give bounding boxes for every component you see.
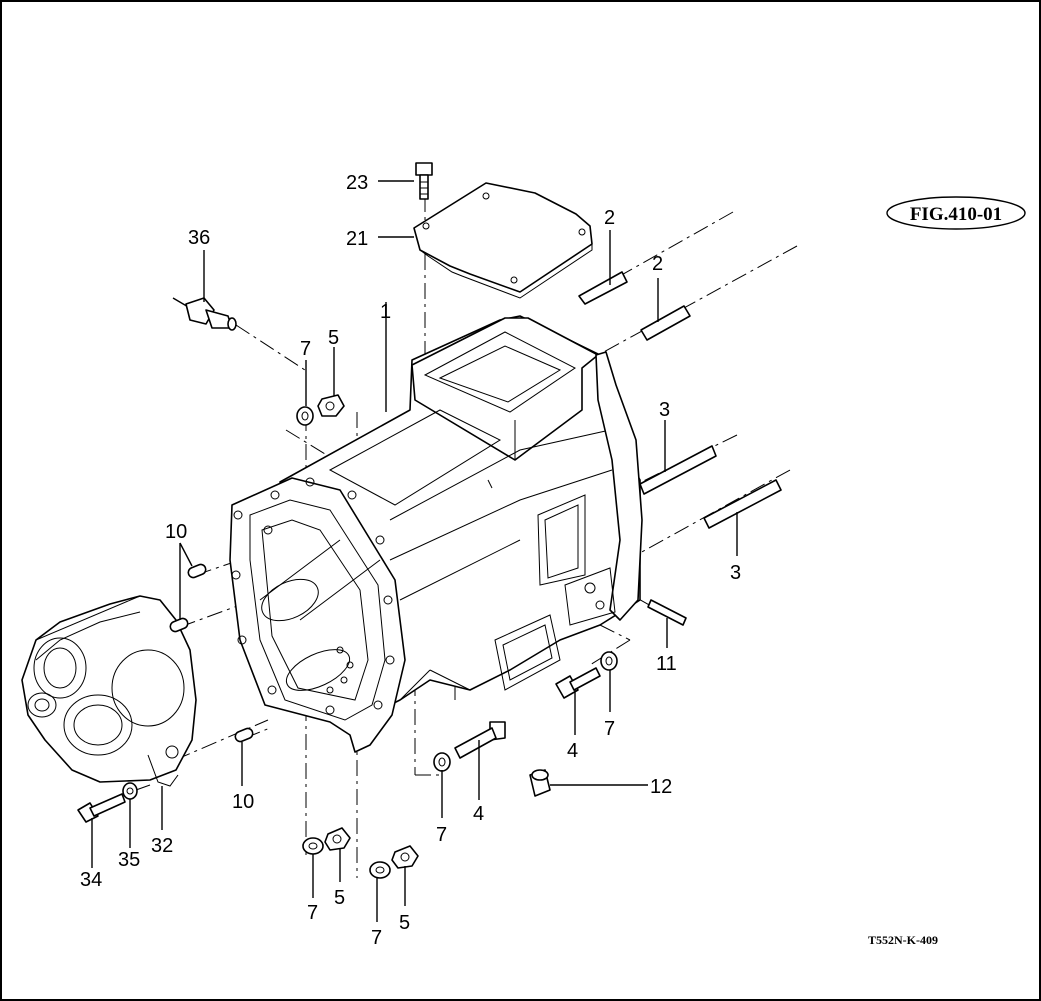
studs: [578, 271, 782, 626]
callout-7: 7: [300, 338, 311, 360]
housing-bolt: [77, 793, 126, 823]
callout-10: 10: [165, 521, 187, 543]
callout-10: 10: [232, 791, 254, 813]
callout-35: 35: [118, 849, 140, 871]
callout-5: 5: [399, 912, 410, 934]
callout-1: 1: [380, 301, 391, 323]
dowel-pins: [169, 563, 254, 743]
transmission-case: [229, 315, 643, 753]
washers-and-nuts: [122, 394, 618, 879]
drawing-code: T552N-K-409: [868, 933, 938, 947]
case-bolts: [454, 667, 601, 759]
callout-4: 4: [473, 803, 484, 825]
callout-3: 3: [659, 399, 670, 421]
callout-23: 23: [346, 172, 368, 194]
callout-2: 2: [604, 207, 615, 229]
front-housing: [21, 595, 197, 787]
callout-12: 12: [650, 776, 672, 798]
figure-id: FIG.410-01: [910, 204, 1002, 225]
callout-2: 2: [652, 253, 663, 275]
callout-7: 7: [371, 927, 382, 949]
callout-7: 7: [436, 824, 447, 846]
callout-5: 5: [334, 887, 345, 909]
callout-3: 3: [730, 562, 741, 584]
figure-badge: FIG.410-01: [886, 196, 1026, 230]
callout-11: 11: [656, 653, 677, 675]
callout-5: 5: [328, 327, 339, 349]
callout-7: 7: [604, 718, 615, 740]
cover-bolt: [415, 162, 433, 200]
callout-32: 32: [151, 835, 173, 857]
callout-21: 21: [346, 228, 368, 250]
drain-plug: [529, 769, 551, 797]
callout-34: 34: [80, 869, 102, 891]
leader-lines: [91, 180, 738, 922]
callout-labels: 23 21 36 2 2 1 5 7 3 3 10 10 11 4 7 12 4…: [80, 172, 741, 949]
callout-7: 7: [307, 902, 318, 924]
callout-4: 4: [567, 740, 578, 762]
sender-unit: [172, 297, 237, 331]
top-cover: [413, 182, 593, 299]
callout-36: 36: [188, 227, 210, 249]
